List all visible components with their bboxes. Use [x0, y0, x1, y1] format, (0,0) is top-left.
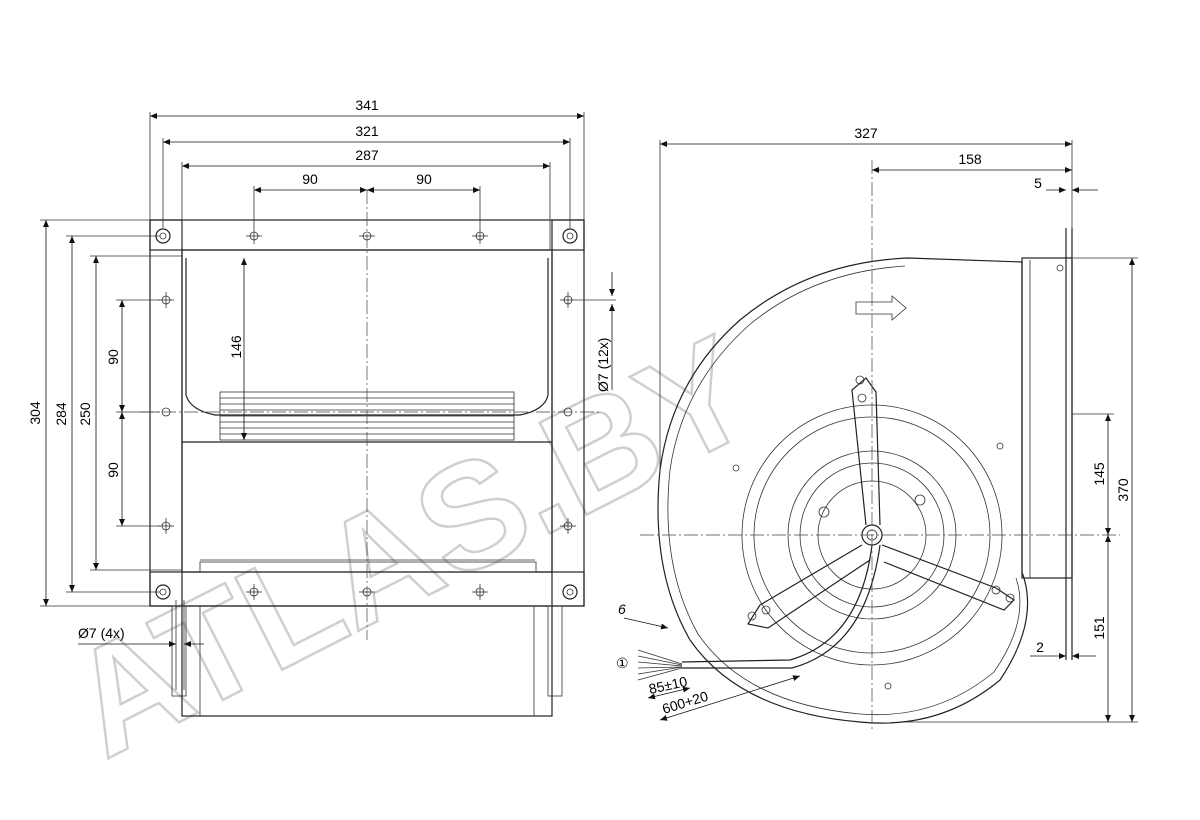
- dim-284: 284: [53, 402, 69, 426]
- dim-321: 321: [355, 123, 379, 139]
- mounting-bracket: [747, 375, 1015, 629]
- outlet-flange: [1021, 257, 1073, 579]
- dim-370: 370: [1115, 478, 1131, 502]
- dim-158: 158: [958, 151, 982, 167]
- dim-250: 250: [77, 402, 93, 426]
- hole-callouts: Ø7 (12x) Ø7 (4x): [78, 272, 616, 690]
- mounting-holes: [158, 228, 576, 600]
- side-dims: 327 158 5 370 145 151 2 6 ① 85±10: [616, 125, 1138, 723]
- left-flange: [149, 219, 183, 607]
- dim-2: 2: [1036, 639, 1044, 655]
- screws: [732, 264, 1064, 690]
- dim-287: 287: [355, 147, 379, 163]
- dim-90-left: 90: [302, 171, 318, 187]
- dim-146: 146: [228, 335, 244, 359]
- dim-6: 6: [618, 601, 626, 617]
- inlet-opening: [185, 258, 549, 416]
- front-vertical-dims: 304 284 250 90 90 146: [27, 219, 247, 607]
- dim-327: 327: [854, 125, 878, 141]
- airflow-arrow: [855, 295, 907, 321]
- dim-90-right: 90: [416, 171, 432, 187]
- holes-side-callout: Ø7 (12x): [595, 338, 611, 392]
- front-horizontal-dims: 341 321 287 90 90: [149, 97, 585, 250]
- dim-341: 341: [355, 97, 379, 113]
- side-view: 327 158 5 370 145 151 2 6 ① 85±10: [616, 125, 1138, 730]
- dim-304: 304: [27, 401, 43, 425]
- volute-scroll: [657, 257, 1029, 724]
- dim-90-upper: 90: [105, 349, 121, 365]
- dim-5: 5: [1034, 175, 1042, 191]
- dim-151: 151: [1091, 616, 1107, 640]
- dim-145: 145: [1091, 462, 1107, 486]
- motor-body: [181, 605, 553, 717]
- cable-wires: [637, 649, 683, 681]
- callout-1: ①: [616, 655, 629, 671]
- dim-90-lower: 90: [105, 462, 121, 478]
- holes-corner-callout: Ø7 (4x): [78, 625, 125, 641]
- cable: [681, 544, 881, 669]
- front-view: 341 321 287 90 90 304 284: [27, 97, 616, 717]
